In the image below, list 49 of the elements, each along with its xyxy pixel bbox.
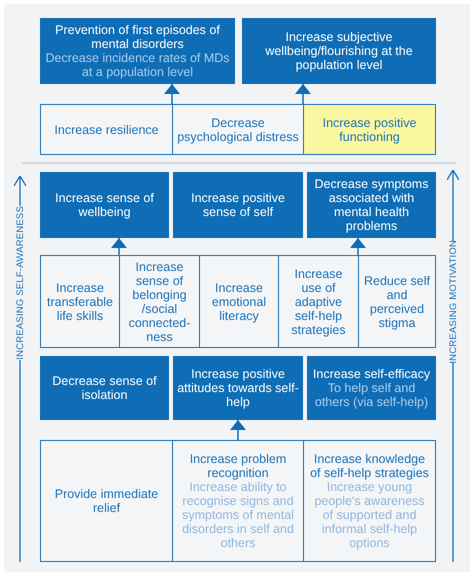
outcome-box (40, 356, 169, 420)
arrow (350, 238, 366, 255)
factor-box (40, 104, 173, 155)
box-heading: Provide immediate relief (54, 487, 160, 515)
outcome-box (40, 172, 169, 238)
box-heading: Reduce self and perceived stigma (363, 274, 431, 330)
outcome-box (173, 356, 303, 420)
arrow (164, 84, 180, 104)
box-heading: Increase sense of wellbeing (54, 191, 155, 219)
factor-box (172, 104, 304, 155)
box-heading: Increase transferable life skills (46, 280, 114, 322)
box-heading: Increase knowledge of self-help strategies (309, 452, 430, 480)
arrow (111, 238, 127, 255)
factor-box (199, 255, 279, 348)
highlighted-box (303, 104, 436, 155)
box-heading: Increase sense of belonging /social connected-ness (128, 260, 192, 344)
box-description: Increase ability to recognise signs and symptoms of mental disorders in self and others (181, 480, 295, 550)
outcome-box (173, 172, 303, 238)
axis-label: INCREASING SELF-AWARENESS (14, 206, 26, 360)
box-heading: Increase positive sense of self (190, 191, 286, 219)
box-description: Decrease incidence rates of MDs at a population level (44, 51, 231, 79)
outcome-box (307, 172, 436, 238)
box-heading: Increase positive attitudes towards self-help (177, 367, 299, 409)
factor-box (303, 440, 436, 562)
arrow (295, 84, 311, 104)
outcome-box (40, 18, 235, 84)
box-heading: Decrease sense of isolation (51, 374, 158, 402)
factor-box (172, 440, 304, 562)
axis-label: INCREASING MOTIVATION (448, 240, 458, 364)
outcome-box (242, 18, 436, 84)
factor-box (40, 255, 120, 348)
box-heading: Increase positive functioning (322, 116, 418, 144)
arrow (230, 420, 246, 440)
box-heading: Increase emotional literacy (210, 280, 268, 322)
factor-box (40, 440, 173, 562)
box-heading: Increase resilience (54, 122, 159, 136)
box-heading: Increase subjective wellbeing/flourishing at the population level (264, 30, 414, 72)
box-description: To help self and others (via self-help) (314, 381, 430, 409)
box-heading: Increase problem recognition (188, 452, 288, 480)
box-description: Increase young people's awareness of supported and informal self-help options (313, 480, 426, 550)
outcome-box (307, 356, 436, 420)
factor-box (278, 255, 359, 348)
box-heading: Increase use of adaptive self-help strategies (290, 266, 347, 336)
box-heading: Prevention of first episodes of mental disorders (54, 23, 221, 51)
box-heading: Increase self-efficacy (312, 367, 430, 381)
factor-box (358, 255, 436, 348)
factor-box (119, 255, 200, 348)
box-heading: Decrease symptoms associated with mental health problems (314, 177, 430, 233)
box-heading: Decrease psychological distress (177, 116, 299, 144)
